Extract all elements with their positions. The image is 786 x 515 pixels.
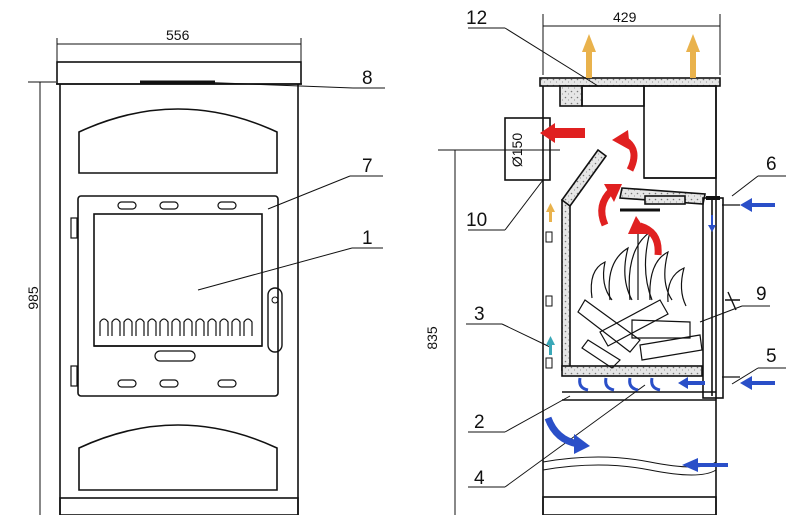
- grate: [99, 318, 253, 336]
- callout-5: 5: [766, 346, 777, 367]
- callout-9: 9: [756, 284, 767, 305]
- callout-3: 3: [474, 304, 485, 325]
- callout-6: 6: [766, 154, 777, 175]
- firewood-logs: [577, 299, 703, 369]
- door-glass: [93, 213, 263, 347]
- warm-air-outlet-arrows: [546, 34, 700, 222]
- callout-7: 7: [362, 156, 373, 177]
- door-frame: [77, 195, 279, 397]
- flames-icon: [590, 230, 687, 307]
- section-width-dimension: [542, 14, 721, 75]
- flue-pipe: [504, 117, 551, 181]
- top-plate-section: [539, 77, 721, 87]
- callout-4: 4: [474, 468, 485, 489]
- upper-baffle-insulation: [560, 148, 608, 208]
- section-width-label: 429: [613, 9, 637, 25]
- brand-badge-icon: [154, 350, 196, 362]
- callout-2: 2: [474, 412, 485, 433]
- section-view: [438, 14, 786, 515]
- left-insulation-wall: [561, 199, 571, 371]
- ash-pan-base: [561, 365, 703, 377]
- upper-arch-panel: [78, 108, 278, 174]
- cold-arrow-curve-bottom: [544, 416, 579, 448]
- callout-10: 10: [466, 210, 487, 231]
- callout-12: 12: [466, 8, 487, 29]
- front-view: [28, 38, 385, 515]
- lower-arch-panel: [78, 424, 278, 491]
- front-body: [59, 84, 299, 515]
- hot-air-arrows: [540, 123, 662, 256]
- door-handle: [267, 287, 283, 353]
- callout-1: 1: [362, 228, 373, 249]
- section-height-dimension: [438, 149, 560, 515]
- front-width-dimension: [56, 38, 302, 62]
- hot-arrow-flue: [540, 123, 585, 143]
- front-width-label: 556: [166, 27, 190, 43]
- flue-diameter-label: Ø150: [509, 133, 525, 167]
- cold-air-arrows: [544, 198, 775, 472]
- section-height-label: 835: [424, 326, 440, 350]
- callout-8: 8: [362, 68, 373, 89]
- front-height-dimension: [28, 81, 56, 515]
- front-height-label: 985: [25, 286, 41, 310]
